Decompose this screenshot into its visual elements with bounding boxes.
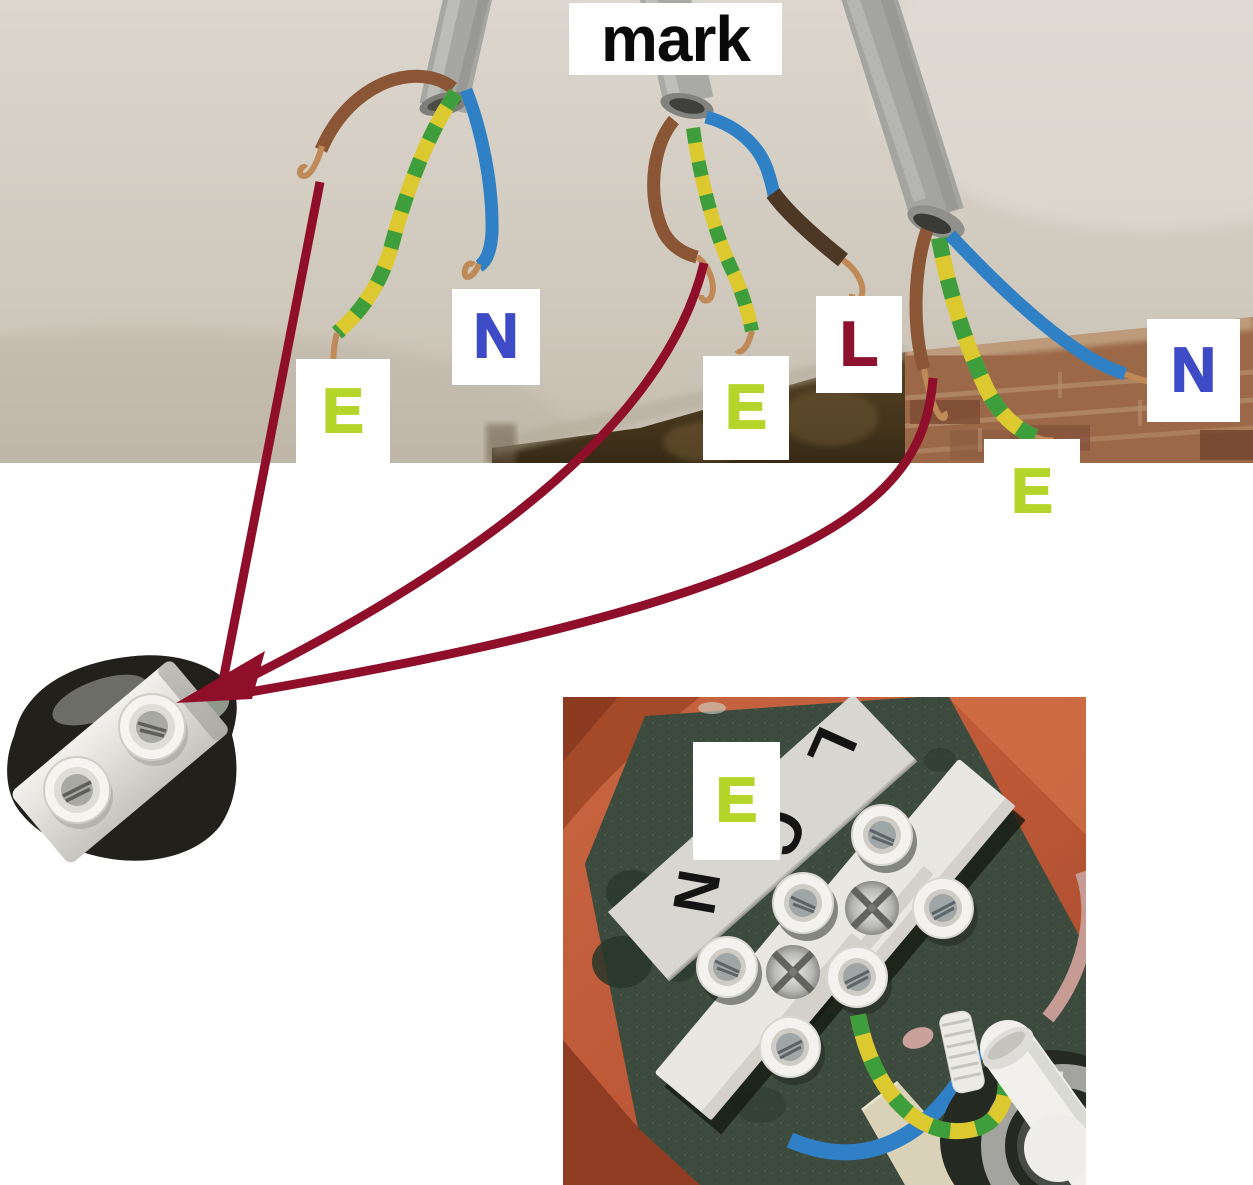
- inset-junction-box-photo: [563, 697, 1086, 1185]
- label-earth-left: E: [296, 359, 390, 465]
- inset-pink-wire: [1042, 870, 1086, 1023]
- arrow-from-middle-brown: [222, 261, 709, 695]
- annotation-arrows: [176, 181, 938, 703]
- white-pendant-tube: [980, 1020, 1086, 1185]
- label-earth-inset: E: [693, 742, 780, 860]
- arrowhead-icon: [176, 651, 265, 703]
- terminal-screw-1: [118, 693, 188, 766]
- cable-right-sheath: [841, 0, 964, 225]
- label-live-middle: L: [816, 296, 902, 393]
- left-blue-copper-tip: [461, 260, 482, 280]
- left-live-brown-wire: [315, 69, 458, 153]
- inset-dark-corner: [563, 1040, 700, 1185]
- terminal-screw-2: [43, 756, 113, 829]
- label-neutral-right: N: [1147, 319, 1240, 422]
- arrow-from-left-brown: [217, 181, 325, 687]
- right-neutral-blue-wire: [945, 230, 1128, 381]
- middle-brown-wire: [647, 115, 699, 264]
- cable-tie: [939, 1010, 985, 1094]
- label-neutral-left: N: [452, 289, 540, 385]
- mounting-screw-1: [845, 881, 899, 935]
- label-mark: mark: [569, 3, 782, 75]
- middle-earth-wire: [686, 127, 759, 355]
- label-earth-middle: E: [703, 356, 789, 460]
- brown-sleeve: [766, 188, 848, 267]
- tube-through-ring: [1024, 1114, 1086, 1182]
- terminal-block-cutout: [7, 655, 237, 863]
- wall-corner-shadow: [486, 424, 516, 463]
- ceiling-photo: [0, 0, 1253, 463]
- arrow-from-right-brown: [225, 377, 938, 701]
- mounting-screw-2: [766, 945, 820, 999]
- right-brown-wire: [909, 227, 934, 371]
- left-brown-copper-tip: [296, 145, 325, 179]
- label-earth-right: E: [984, 439, 1080, 545]
- tape-letter-n: N: [659, 864, 734, 920]
- cable-left: [296, 0, 499, 379]
- left-neutral-blue-wire: [459, 87, 499, 272]
- inset-terminals: [696, 804, 978, 1085]
